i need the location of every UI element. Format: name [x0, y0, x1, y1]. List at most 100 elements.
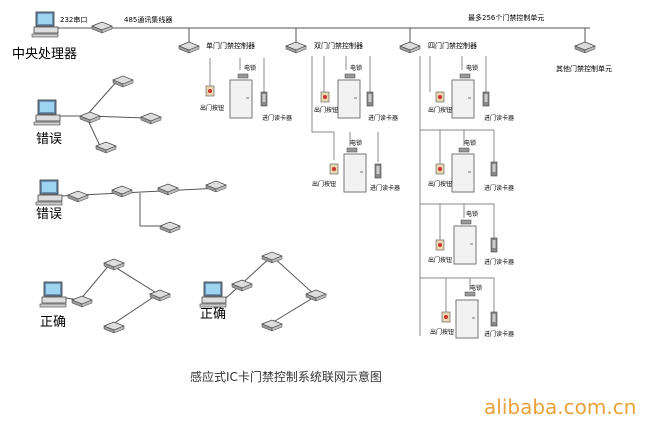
device-icon: [67, 190, 89, 203]
right-label: 正确: [40, 315, 66, 330]
single-controller-label: 单门门禁控制器: [206, 41, 255, 50]
device-icon: [157, 183, 179, 196]
exit-button-label: 出门按钮: [428, 180, 452, 188]
device-icon: [205, 180, 227, 193]
example-right-chain-1: 正确: [39, 258, 171, 334]
exit-button-label: 出门按钮: [314, 106, 338, 114]
central-pc-icon: [31, 11, 59, 38]
door-icon: [455, 299, 479, 339]
quad-controller-icon: [399, 41, 421, 54]
reader-label: 进门读卡器: [484, 330, 514, 338]
lock-label: 电锁: [244, 64, 256, 72]
main-bus: [58, 27, 590, 42]
max-units-label: 最多256个门禁控制单元: [468, 13, 544, 22]
exit-button-icon: [435, 91, 445, 103]
device-icon: [159, 221, 181, 234]
lock-label: 电锁: [350, 64, 362, 72]
diagram-caption: 感应式IC卡门禁控制系统联网示意图: [190, 369, 382, 384]
reader-icon: [260, 91, 268, 107]
exit-button-label: 出门按钮: [428, 106, 452, 114]
door-icon: [229, 79, 253, 119]
device-icon: [261, 319, 283, 332]
port-label: 232串口: [60, 16, 87, 24]
device-icon: [305, 289, 327, 302]
hub-label: 485通讯集线器: [124, 15, 172, 24]
quad-door-unit-1: 电锁 出门按钮 进门读卡器: [428, 56, 514, 122]
lock-icon: [459, 73, 471, 79]
double-door-unit-2: 电锁 出门按钮 进门读卡器: [312, 132, 400, 193]
pc-icon: [199, 281, 227, 308]
example-wrong-star: 错误: [33, 75, 162, 154]
lock-icon: [464, 291, 476, 297]
reader-label: 进门读卡器: [262, 114, 292, 122]
device-icon: [140, 112, 162, 125]
reader-icon: [482, 91, 490, 107]
exit-button-label: 出门按钮: [430, 328, 454, 336]
door-icon: [451, 79, 475, 119]
device-icon: [103, 321, 125, 334]
other-controller-label: 其他门禁控制单元: [556, 64, 612, 73]
reader-label: 进门读卡器: [370, 184, 400, 192]
pc-icon: [35, 179, 63, 206]
exit-button-icon: [435, 163, 445, 175]
device-icon: [261, 251, 283, 264]
reader-icon: [374, 163, 382, 179]
lock-icon: [458, 147, 470, 153]
device-icon: [149, 289, 171, 302]
reader-icon: [366, 91, 374, 107]
door-icon: [343, 153, 367, 193]
exit-button-icon: [441, 311, 451, 323]
quad-controller-label: 四门门禁控制器: [428, 41, 477, 50]
reader-label: 进门读卡器: [368, 114, 398, 122]
pc-icon: [39, 281, 67, 308]
device-icon: [79, 111, 101, 124]
single-controller-icon: [178, 41, 200, 54]
door-icon: [453, 225, 477, 265]
double-controller-icon: [285, 41, 307, 54]
other-controller-icon: [574, 41, 596, 54]
lock-icon: [344, 73, 356, 79]
example-right-chain-2: 正确: [199, 251, 327, 332]
exit-button-icon: [320, 91, 330, 103]
reader-label: 进门读卡器: [484, 114, 514, 122]
lock-label: 电锁: [470, 284, 482, 292]
quad-door-unit-4: 电锁 出门按钮 进门读卡器: [420, 277, 514, 339]
lock-label: 电锁: [464, 139, 476, 147]
quad-door-unit-2: 电锁 出门按钮 进门读卡器: [420, 129, 514, 193]
device-icon: [111, 185, 133, 198]
lock-label: 电锁: [466, 64, 478, 72]
exit-button-icon: [435, 239, 445, 251]
reader-label: 进门读卡器: [484, 258, 514, 266]
right-label: 正确: [200, 307, 226, 322]
watermark: alibaba.com.cn: [484, 395, 636, 419]
exit-button-label: 出门按钮: [428, 256, 452, 264]
door-icon: [451, 153, 475, 193]
exit-button-label: 出门按钮: [312, 180, 336, 188]
single-door-unit: 电锁 出门按钮 进门读卡器: [200, 58, 292, 122]
reader-icon: [490, 161, 498, 177]
reader-icon: [490, 311, 498, 327]
example-wrong-branch: 错误: [35, 179, 227, 234]
double-controller-label: 双门门禁控制器: [314, 41, 363, 50]
wrong-label: 错误: [36, 207, 62, 222]
lock-icon: [346, 147, 358, 153]
lock-icon: [460, 219, 472, 225]
lock-label: 电锁: [350, 139, 362, 147]
lock-icon: [237, 73, 249, 79]
cpu-label: 中央处理器: [12, 47, 77, 62]
pc-icon: [33, 99, 61, 126]
door-icon: [337, 79, 361, 119]
double-door-unit-1: 电锁 出门按钮 进门读卡器: [311, 56, 398, 133]
reader-icon: [490, 237, 498, 253]
device-icon: [112, 75, 134, 88]
exit-button-label: 出门按钮: [200, 104, 224, 112]
quad-door-unit-3: 电锁 出门按钮 进门读卡器: [420, 203, 514, 266]
hub-icon: [91, 21, 113, 34]
exit-button-icon: [205, 85, 215, 97]
lock-label: 电锁: [466, 210, 478, 218]
exit-button-icon: [329, 163, 339, 175]
reader-label: 进门读卡器: [484, 184, 514, 192]
wrong-label: 错误: [36, 132, 62, 147]
